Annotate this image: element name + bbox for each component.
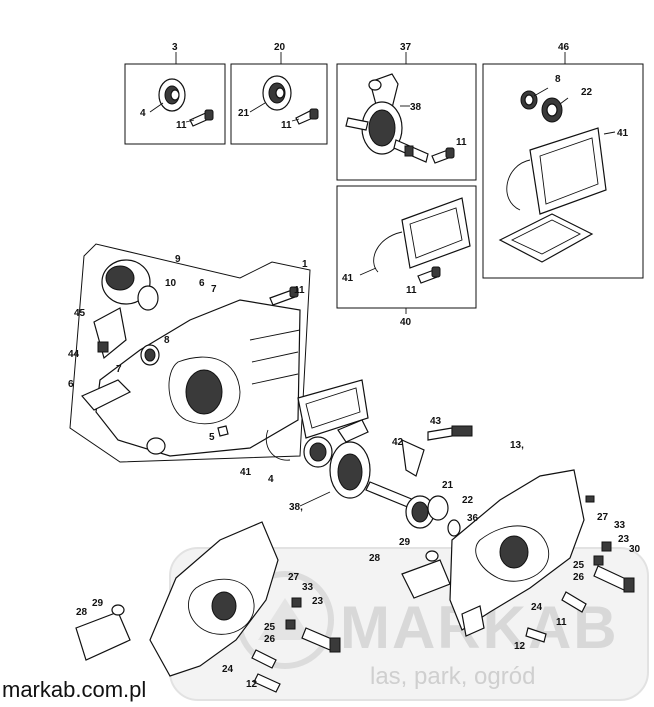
callout-28: 28 [369,553,381,564]
callout-27: 27 [597,512,609,523]
callout-4: 4 [268,474,274,485]
callout-22: 22 [581,87,593,98]
callout-36: 36 [467,513,479,524]
callout-26: 26 [264,634,276,645]
callout-43: 43 [430,416,442,427]
callout-27: 27 [288,572,300,583]
crankcase-bottom-left-assembly [75,521,341,693]
crankcase-left-assembly [69,243,311,463]
callout-11: 11 [406,285,417,296]
callout-23: 23 [618,534,630,545]
callout-25: 25 [264,622,276,633]
crankcase-right-assembly [401,469,635,643]
callout-46: 46 [558,42,570,53]
box-crankshaft-37 [336,52,477,181]
callout-24: 24 [222,664,234,675]
callout-40: 40 [400,317,412,328]
callout-11: 11 [281,120,292,131]
callout-7: 7 [116,364,122,375]
watermark-tagline: las, park, ogród [370,663,535,690]
callout-45: 45 [74,308,86,319]
callout-8: 8 [164,335,170,346]
callout-42: 42 [392,437,404,448]
callout-11: 11 [176,120,187,131]
callout-13: 13, [510,440,524,451]
callout-24: 24 [531,602,543,613]
callout-11: 11 [456,137,467,148]
callout-22: 22 [462,495,474,506]
box-bearing-3 [124,52,226,145]
callout-41: 41 [617,128,629,139]
callout-30: 30 [629,544,641,555]
callout-23: 23 [312,596,324,607]
box-bearing-20 [230,52,328,145]
callout-33: 33 [302,582,314,593]
callout-11: 11 [556,617,567,628]
callout-1: 1 [302,259,308,270]
callout-12: 12 [246,679,258,690]
callout-6: 6 [199,278,205,289]
callout-41: 41 [240,467,252,478]
callout-21: 21 [238,108,250,119]
callout-28: 28 [76,607,88,618]
callout-37: 37 [400,42,412,53]
callout-3: 3 [172,42,178,53]
callout-8: 8 [555,74,561,85]
callout-12: 12 [514,641,526,652]
callout-11: 11 [294,285,305,296]
callout-21: 21 [442,480,454,491]
callout-25: 25 [573,560,585,571]
callout-41: 41 [342,273,354,284]
callout-26: 26 [573,572,585,583]
callout-44: 44 [68,349,80,360]
callout-20: 20 [274,42,286,53]
callout-10: 10 [165,278,177,289]
box-gasket-46 [482,52,644,279]
callout-29: 29 [92,598,104,609]
callout-4: 4 [140,108,146,119]
source-label: markab.com.pl [2,677,147,702]
callout-9: 9 [175,254,181,265]
callout-38: 38, [289,502,303,513]
callout-7: 7 [211,284,217,295]
callout-6: 6 [68,379,74,390]
callout-5: 5 [209,432,215,443]
callout-29: 29 [399,537,411,548]
crankshaft-center-assembly [265,379,473,537]
box-gasket-40 [336,185,477,314]
callout-labels: 3 4 11 20 21 11 37 38 11 46 8 22 41 41 1… [68,42,641,690]
callout-38: 38 [410,102,422,113]
callout-33: 33 [614,520,626,531]
